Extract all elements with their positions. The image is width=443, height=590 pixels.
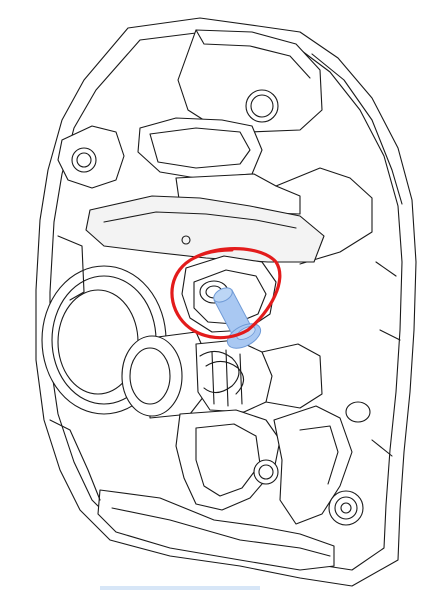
- lower-bracket-hole-inner: [258, 464, 274, 480]
- shaft-end: [121, 335, 183, 417]
- upper-bracket-face: [149, 127, 251, 169]
- housing-inner-rim: [49, 31, 403, 571]
- highlighted-screw[interactable]: [211, 285, 264, 353]
- gear-teeth-1: [199, 350, 240, 394]
- bottom-right-screw-inner: [340, 502, 352, 514]
- gear-cluster: [195, 339, 273, 413]
- gear-collar: [261, 343, 323, 409]
- center-web-top: [103, 211, 297, 229]
- left-side-rib: [49, 235, 101, 501]
- red-annotation-overlap: [192, 248, 234, 260]
- top-right-hole-inner: [250, 94, 274, 118]
- screw-pocket-inner: [193, 269, 267, 325]
- upper-bracket: [137, 117, 263, 179]
- screw-tip: [213, 287, 233, 303]
- right-lower-arm-edge: [299, 425, 339, 485]
- red-annotation-circle: [170, 247, 282, 340]
- gear-teeth-2: [205, 360, 245, 395]
- bottom-flange: [97, 489, 335, 571]
- bottom-right-screw-mid: [334, 496, 358, 520]
- lower-bracket-hole: [253, 459, 279, 485]
- bottom-right-screw-outer: [328, 490, 364, 526]
- right-small-boss: [345, 401, 371, 423]
- right-side-rib: [371, 261, 401, 457]
- shaft-end-inner: [129, 347, 171, 405]
- bottom-highlight-strip: [100, 586, 260, 590]
- left-lug-hole: [71, 147, 97, 173]
- gear-teeth-3: [211, 349, 243, 407]
- lower-bracket-inner: [195, 423, 261, 497]
- right-upper-flange: [311, 53, 403, 205]
- right-shoulder: [275, 167, 373, 265]
- left-lug-hole-inner: [76, 152, 92, 168]
- center-web-dot: [181, 235, 191, 245]
- bottom-flange-edge: [111, 507, 331, 557]
- center-web: [85, 195, 325, 263]
- top-plate-edge: [195, 29, 311, 79]
